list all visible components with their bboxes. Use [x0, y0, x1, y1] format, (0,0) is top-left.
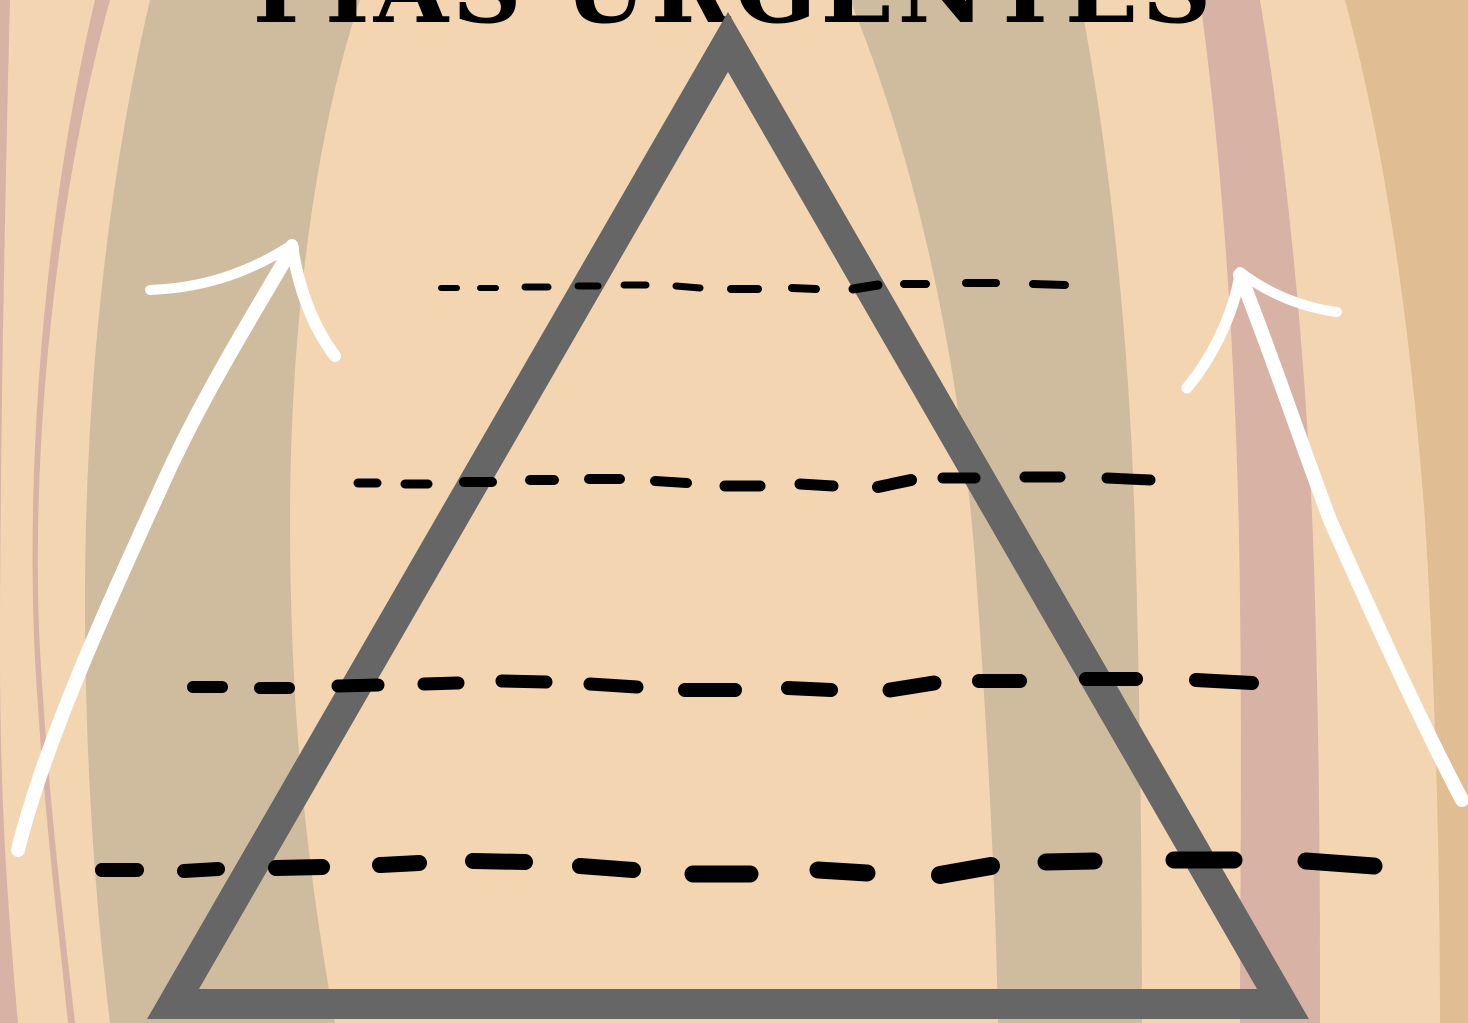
pyramid-diagram: FIAS URGENTES — [0, 0, 1468, 1023]
diagram-canvas: FIAS URGENTES — [0, 0, 1468, 1023]
